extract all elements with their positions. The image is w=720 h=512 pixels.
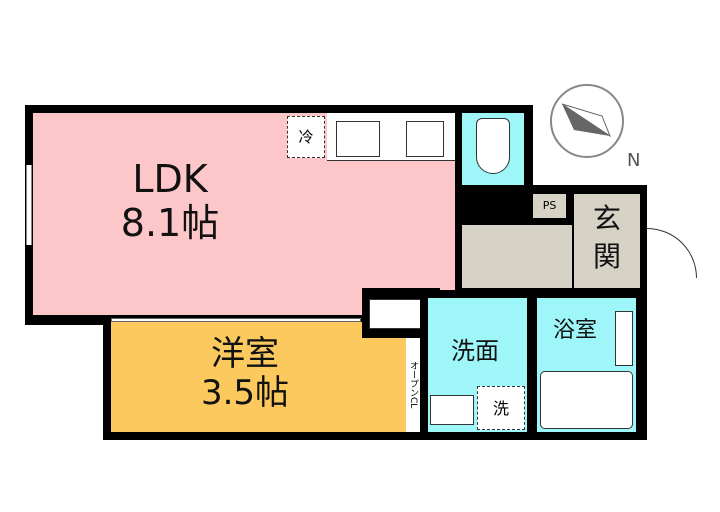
compass [550,84,624,158]
sliding-door [111,318,361,322]
fridge-space: 冷 [287,116,325,158]
western-room [111,322,406,432]
ldk-window [26,165,32,245]
bathtub [540,371,633,429]
washer-space: 洗 [477,386,525,430]
hall-corridor [462,225,572,288]
entry-door [647,228,697,278]
bath-shelf [615,311,633,366]
entrance-label: 玄関 [592,202,621,273]
open-closet: オープンCL [406,337,420,432]
toilet-bowl-icon [476,118,510,174]
stove [406,121,444,157]
entrance-room [574,194,640,288]
washbasin [430,395,474,425]
bath-label: 浴室 [552,318,597,343]
sink [336,121,380,157]
ps-box: PS [533,194,566,218]
washroom-label: 洗面 [451,337,499,365]
north-label: N [627,150,641,171]
compass-arrow-icon [561,103,612,138]
